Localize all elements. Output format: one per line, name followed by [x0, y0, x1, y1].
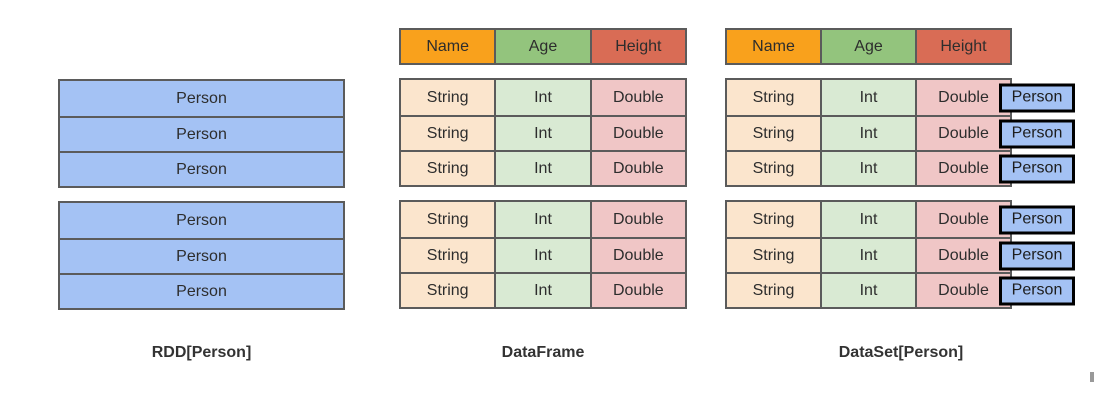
- person-chip: Person: [999, 205, 1075, 234]
- header-cell-age: Age: [494, 30, 590, 63]
- header-cell-name: Name: [727, 30, 820, 63]
- person-chip: Person: [999, 154, 1075, 183]
- dataset-partition-group: String Int Double Person String Int Doub…: [725, 200, 1075, 309]
- table-row: String Int Double: [401, 237, 685, 272]
- header-cell-name: Name: [401, 30, 495, 63]
- rdd-label: RDD[Person]: [151, 344, 252, 361]
- person-row: Person: [60, 273, 343, 308]
- cell-double: Double: [589, 202, 685, 237]
- cell-string: String: [727, 202, 820, 237]
- table-row: String Int Double Person: [727, 202, 1075, 237]
- cell-int: Int: [494, 152, 590, 185]
- cell-string: String: [727, 274, 820, 307]
- cell-int: Int: [494, 274, 590, 307]
- cell-int: Int: [820, 117, 915, 150]
- cell-string: String: [401, 80, 495, 115]
- cell-double: Double: [915, 274, 1010, 307]
- cell-int: Int: [494, 239, 590, 272]
- person-chip: Person: [999, 276, 1075, 305]
- cell-int: Int: [820, 202, 915, 237]
- dataset-header: Name Age Height: [725, 28, 1012, 65]
- cell-string: String: [727, 239, 820, 272]
- cell-double: Double: [589, 274, 685, 307]
- cell-double: Double: [915, 239, 1010, 272]
- cell-double: Double: [915, 202, 1010, 237]
- cell-string: String: [727, 117, 820, 150]
- table-row: String Int Double Person: [727, 237, 1075, 272]
- person-chip: Person: [999, 119, 1075, 148]
- person-chip: Person: [999, 241, 1075, 270]
- cell-double: Double: [915, 80, 1010, 115]
- cell-double: Double: [589, 239, 685, 272]
- person-chip: Person: [999, 83, 1075, 112]
- cell-double: Double: [589, 152, 685, 185]
- cell-int: Int: [494, 117, 590, 150]
- cell-string: String: [401, 117, 495, 150]
- cell-double: Double: [915, 117, 1010, 150]
- person-row: Person: [60, 238, 343, 273]
- cell-string: String: [401, 239, 495, 272]
- table-row: String Int Double: [401, 202, 685, 237]
- table-row: String Int Double Person: [727, 272, 1075, 307]
- cell-string: String: [727, 80, 820, 115]
- person-row: Person: [60, 151, 343, 186]
- rdd-partition-group: Person Person Person: [58, 201, 345, 310]
- person-row: Person: [60, 203, 343, 238]
- person-row: Person: [60, 116, 343, 151]
- cell-int: Int: [494, 80, 590, 115]
- table-row: String Int Double Person: [727, 80, 1075, 115]
- cell-double: Double: [915, 152, 1010, 185]
- cell-double: Double: [589, 117, 685, 150]
- dataframe-partition-group: String Int Double String Int Double Stri…: [399, 200, 687, 309]
- cell-int: Int: [494, 202, 590, 237]
- dataframe-column: Name Age Height String Int Double String…: [399, 28, 687, 309]
- rdd-column: Person Person Person Person Person Perso…: [58, 79, 345, 310]
- cell-double: Double: [589, 80, 685, 115]
- person-row: Person: [60, 81, 343, 116]
- table-row: String Int Double Person: [727, 150, 1075, 185]
- dataframe-header: Name Age Height: [399, 28, 687, 65]
- cell-string: String: [401, 274, 495, 307]
- table-row: String Int Double Person: [727, 115, 1075, 150]
- header-cell-age: Age: [820, 30, 915, 63]
- cell-int: Int: [820, 80, 915, 115]
- cell-string: String: [401, 152, 495, 185]
- dataset-partition-group: String Int Double Person String Int Doub…: [725, 78, 1075, 187]
- table-row: String Int Double: [401, 272, 685, 307]
- table-row: String Int Double: [401, 115, 685, 150]
- dataset-label: DataSet[Person]: [838, 344, 964, 361]
- header-cell-height: Height: [589, 30, 685, 63]
- rdd-partition-group: Person Person Person: [58, 79, 345, 188]
- cell-int: Int: [820, 274, 915, 307]
- cell-int: Int: [820, 152, 915, 185]
- dataframe-partition-group: String Int Double String Int Double Stri…: [399, 78, 687, 187]
- table-row: String Int Double: [401, 150, 685, 185]
- dataset-column: Name Age Height String Int Double Person…: [725, 28, 1075, 309]
- header-cell-height: Height: [915, 30, 1010, 63]
- cell-string: String: [727, 152, 820, 185]
- cell-string: String: [401, 202, 495, 237]
- dataframe-label: DataFrame: [501, 344, 585, 361]
- table-row: String Int Double: [401, 80, 685, 115]
- screen-artifact: [1090, 372, 1094, 382]
- cell-int: Int: [820, 239, 915, 272]
